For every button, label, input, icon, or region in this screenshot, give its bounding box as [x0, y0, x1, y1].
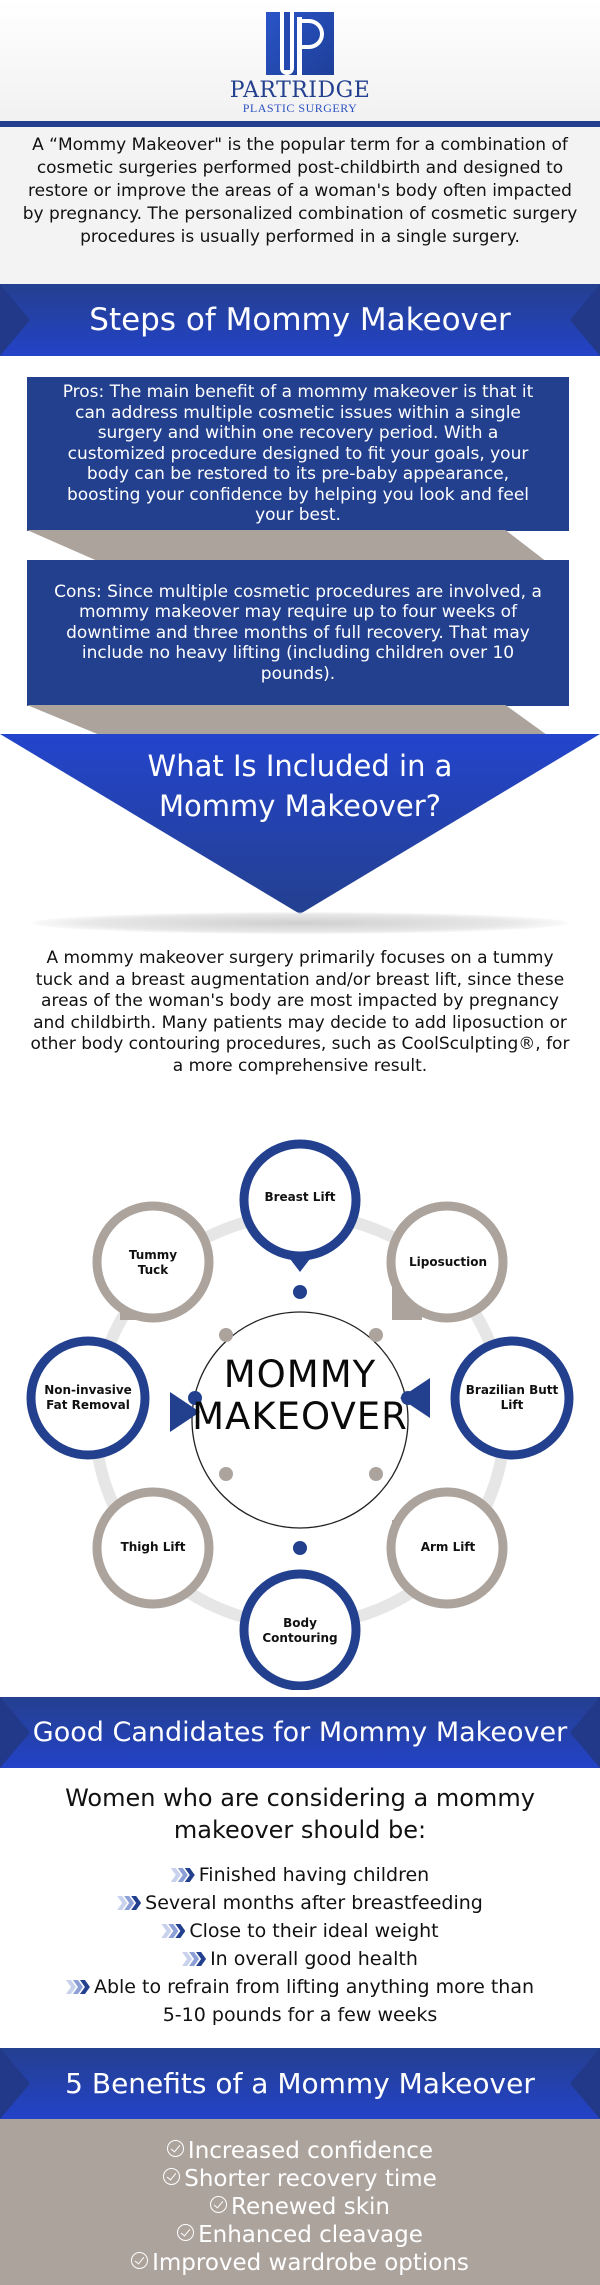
check-circle-icon [210, 2196, 228, 2213]
node-liposuction: Liposuction [408, 1255, 488, 1269]
check-circle-icon [166, 2140, 184, 2157]
header-divider [0, 121, 600, 127]
procedures-diagram: Breast Lift Liposuction Brazilian Butt L… [0, 1130, 600, 1690]
list-item: Renewed skin [0, 2193, 600, 2221]
node-brazilian-butt-lift: Brazilian Butt Lift [465, 1383, 559, 1412]
list-item: Several months after breastfeeding [0, 1889, 600, 1917]
benefits-title: 5 Benefits of a Mommy Makeover [65, 2067, 535, 2100]
check-circle-icon [163, 2168, 181, 2185]
pros-text: Pros: The main benefit of a mommy makeov… [62, 382, 534, 526]
list-item: Finished having children [0, 1861, 600, 1889]
fold-connector [27, 705, 547, 735]
list-item-text: Increased confidence [187, 2138, 434, 2164]
header: PARTRIDGE PLASTIC SURGERY [0, 0, 600, 122]
list-item-continuation: 5-10 pounds for a few weeks [162, 2004, 438, 2026]
list-item: Shorter recovery time [0, 2165, 600, 2193]
included-title-line2: Mommy Makeover? [158, 789, 442, 823]
brand-subtitle: PLASTIC SURGERY [242, 101, 358, 115]
list-item: Improved wardrobe options [0, 2249, 600, 2277]
check-circle-icon [177, 2224, 195, 2241]
check-circle-icon [131, 2252, 149, 2269]
candidates-title: Good Candidates for Mommy Makeover [32, 1717, 568, 1748]
steps-title: Steps of Mommy Makeover [89, 302, 511, 338]
center-title-line2: MAKEOVER [192, 1395, 408, 1438]
candidates-intro: Women who are considering a mommy makeov… [65, 1784, 535, 1844]
benefits-list: Increased confidence Shorter recovery ti… [0, 2137, 600, 2277]
triple-chevron-right-icon [170, 1868, 197, 1882]
candidates-ribbon: Good Candidates for Mommy Makeover [0, 1697, 600, 1768]
list-item-text: Several months after breastfeeding [145, 1892, 483, 1914]
list-item: Able to refrain from lifting anything mo… [0, 1973, 600, 2001]
included-paragraph: A mommy makeover surgery primarily focus… [30, 948, 570, 1076]
triple-chevron-right-icon [161, 1924, 187, 1938]
triple-chevron-right-icon [65, 1980, 92, 1994]
node-tummy-tuck: Tummy Tuck [128, 1248, 178, 1277]
included-title: What Is Included in a Mommy Makeover? [0, 746, 600, 826]
cons-text: Cons: Since multiple cosmetic procedures… [54, 581, 542, 684]
list-item-text: Renewed skin [231, 2194, 390, 2220]
node-non-invasive-fat-removal: Non-invasive Fat Removal [44, 1383, 132, 1412]
node-arm-lift: Arm Lift [420, 1540, 476, 1554]
candidates-list: Finished having children Several months … [0, 1861, 600, 2029]
list-item-text: Close to their ideal weight [189, 1920, 439, 1942]
included-title-line1: What Is Included in a [147, 749, 453, 783]
benefits-panel [0, 2119, 600, 2285]
node-body-contouring: Body Contouring [262, 1616, 338, 1645]
list-item-text: In overall good health [210, 1948, 418, 1970]
list-item: Close to their ideal weight [0, 1917, 600, 1945]
fold-connector [27, 530, 547, 562]
list-item: Increased confidence [0, 2137, 600, 2165]
pros-box: Pros: The main benefit of a mommy makeov… [27, 377, 569, 531]
brand-name: PARTRIDGE [229, 78, 371, 103]
list-item-text: Improved wardrobe options [152, 2250, 469, 2276]
jp-logo-icon [266, 12, 334, 75]
triangle-shadow [32, 912, 568, 934]
diagram-graphics [26, 1139, 574, 1690]
node-thigh-lift: Thigh Lift [120, 1540, 186, 1554]
triple-chevron-right-icon [117, 1896, 143, 1910]
intro-paragraph: A “Mommy Makeover" is the popular term f… [20, 130, 580, 253]
list-item-text: Able to refrain from lifting anything mo… [93, 1976, 535, 1998]
cons-box: Cons: Since multiple cosmetic procedures… [27, 560, 569, 706]
steps-ribbon: Steps of Mommy Makeover [0, 284, 600, 356]
triple-chevron-right-icon [182, 1952, 208, 1966]
list-item-text: Finished having children [198, 1864, 430, 1886]
list-item: Enhanced cleavage [0, 2221, 600, 2249]
list-item-text: Shorter recovery time [184, 2166, 437, 2192]
list-item: In overall good health [0, 1945, 600, 1973]
list-item-text: Enhanced cleavage [198, 2222, 423, 2248]
node-breast-lift: Breast Lift [264, 1190, 336, 1204]
center-title-line1: MOMMY [223, 1353, 377, 1396]
benefits-ribbon: 5 Benefits of a Mommy Makeover [0, 2048, 600, 2119]
